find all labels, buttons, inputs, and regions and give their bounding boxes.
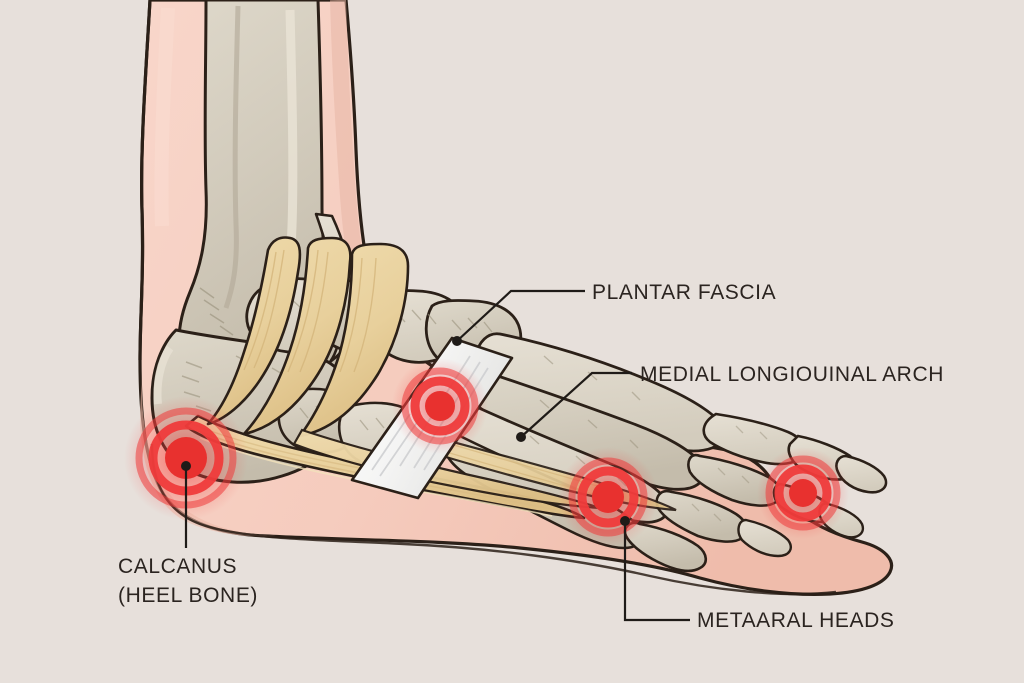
leader-line-metatarsal-heads: [623, 521, 690, 622]
label-calcaneus-text: CALCANUS: [118, 555, 238, 578]
leader-medial-longitudinal-arch: [516, 371, 632, 442]
pain-points-layer: [124, 358, 849, 547]
leader-dot-plantar-fascia: [452, 336, 462, 346]
midfoot-pain-point-mid-ring: [410, 376, 470, 436]
midfoot-pain-point-outer-ring: [401, 367, 479, 445]
leader-line-medial-longitudinal-arch: [520, 371, 632, 438]
label-plantar-fascia-text: PLANTAR FASCIA: [592, 281, 777, 304]
leader-plantar-fascia: [452, 289, 585, 346]
label-medial-longitudinal-arch-text: MEDIAL LONGIOUINAL ARCH: [640, 363, 944, 386]
label-calcaneus: CALCANUS (HEEL BONE): [118, 552, 258, 610]
leader-metatarsal-heads: [620, 516, 690, 622]
metatarsal-pain-point: [558, 447, 658, 547]
leader-dot-metatarsal-heads: [620, 516, 630, 526]
midfoot-pain-point: [392, 358, 488, 454]
label-metatarsal-heads: METAARAL HEADS: [697, 606, 894, 635]
metatarsal-pain-point-mid-ring: [577, 466, 639, 528]
leader-line-plantar-fascia: [456, 289, 585, 342]
label-calcaneus-subtext: (HEEL BONE): [118, 584, 259, 607]
leader-dot-calcaneus: [181, 461, 191, 471]
metatarsal-pain-point-core: [592, 481, 624, 513]
metatarsal-pain-point-outer-ring: [568, 457, 648, 537]
label-medial-longitudinal-arch: MEDIAL LONGIOUINAL ARCH: [640, 360, 944, 389]
label-plantar-fascia: PLANTAR FASCIA: [592, 278, 776, 307]
leader-calcaneus: [181, 461, 191, 548]
leader-dot-medial-longitudinal-arch: [516, 432, 526, 442]
midfoot-pain-point-core: [425, 391, 455, 421]
toe-pain-point-outer-ring: [765, 455, 841, 531]
toe-pain-point: [757, 447, 849, 539]
toe-pain-point-core: [789, 479, 817, 507]
heel-pain-point-core: [165, 437, 207, 479]
label-metatarsal-heads-text: METAARAL HEADS: [697, 609, 895, 632]
toe-pain-point-mid-ring: [774, 464, 832, 522]
leader-lines-layer: [181, 289, 690, 622]
